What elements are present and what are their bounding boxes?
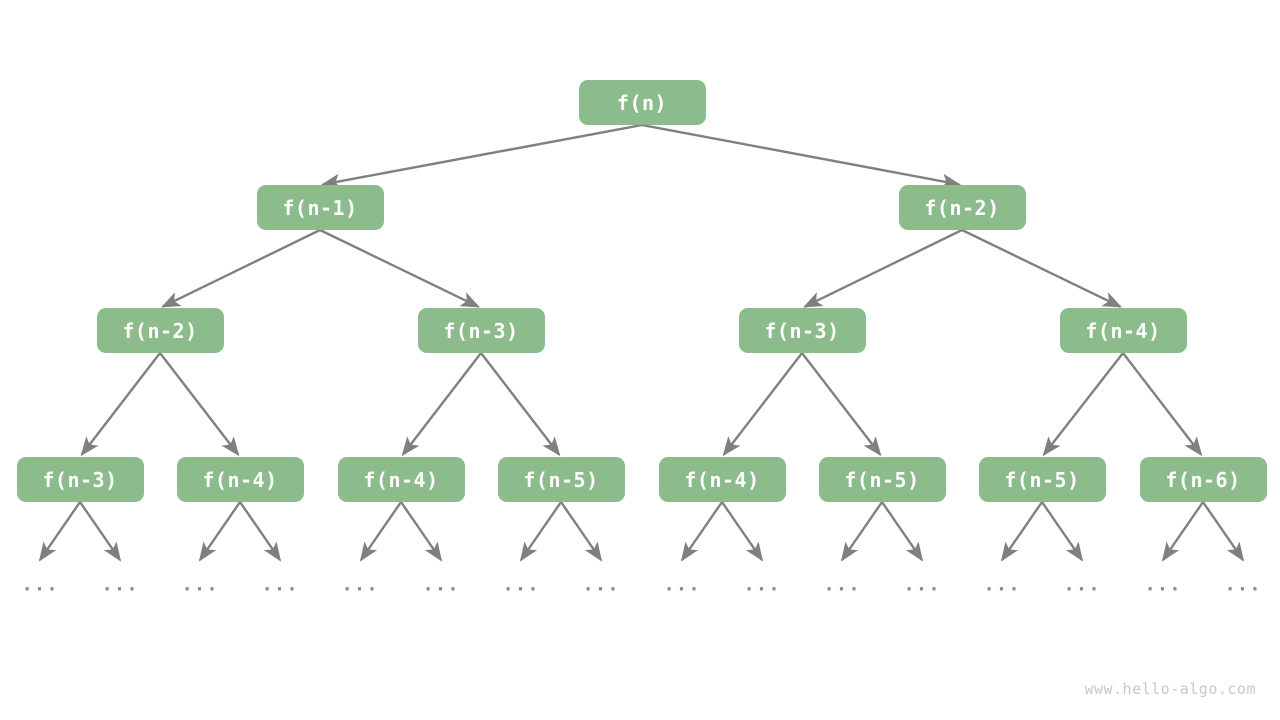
leaf-edge-n12-right	[881, 501, 924, 562]
leaf-edge-n9-left	[359, 501, 402, 562]
tree-edge-n4-n10	[480, 352, 561, 457]
tree-node-n9: f(n-4)	[337, 457, 465, 502]
leaf-edge-n8-right	[239, 501, 282, 562]
ellipsis-marker: ...	[582, 573, 620, 596]
leaf-edge-n11-left	[680, 501, 723, 562]
leaf-edge-n14-right	[1202, 501, 1245, 562]
tree-edge-n3-n8	[159, 352, 240, 457]
tree-edge-n0-n1	[321, 123, 643, 189]
tree-edge-n2-n5	[802, 228, 963, 308]
ellipsis-marker: ...	[181, 573, 219, 596]
leaf-edge-n11-right	[721, 501, 764, 562]
ellipsis-marker: ...	[823, 573, 861, 596]
tree-edge-n4-n9	[401, 352, 482, 457]
leaf-edge-n9-right	[400, 501, 443, 562]
ellipsis-marker: ...	[21, 573, 59, 596]
tree-edge-n3-n7	[80, 352, 161, 457]
tree-edge-n6-n13	[1042, 352, 1124, 457]
tree-node-n0: f(n)	[578, 80, 706, 125]
tree-node-n11: f(n-4)	[658, 457, 786, 502]
tree-node-n14: f(n-6)	[1139, 457, 1267, 502]
watermark-text: www.hello-algo.com	[1084, 680, 1256, 698]
leaf-edge-n8-left	[198, 501, 241, 562]
ellipsis-marker: ...	[1063, 573, 1101, 596]
tree-node-n5: f(n-3)	[738, 308, 866, 353]
tree-node-n10: f(n-5)	[497, 457, 625, 502]
tree-node-n12: f(n-5)	[818, 457, 946, 502]
tree-node-n7: f(n-3)	[16, 457, 144, 502]
tree-edge-n1-n3	[160, 228, 321, 308]
ellipsis-marker: ...	[903, 573, 941, 596]
tree-node-n13: f(n-5)	[978, 457, 1106, 502]
tree-node-n1: f(n-1)	[256, 185, 384, 230]
tree-edge-n5-n11	[722, 352, 803, 457]
ellipsis-marker: ...	[101, 573, 139, 596]
ellipsis-marker: ...	[422, 573, 460, 596]
leaf-edge-n10-right	[560, 501, 603, 562]
leaf-edge-n10-left	[519, 501, 562, 562]
ellipsis-marker: ...	[663, 573, 701, 596]
leaf-edge-n7-left	[38, 501, 81, 562]
tree-node-n3: f(n-2)	[96, 308, 224, 353]
tree-edge-n6-n14	[1122, 352, 1203, 457]
ellipsis-marker: ...	[341, 573, 379, 596]
tree-edge-n1-n4	[319, 228, 481, 308]
tree-edge-n2-n6	[961, 228, 1123, 308]
leaf-edge-n12-left	[840, 501, 883, 562]
tree-edge-n0-n2	[641, 123, 961, 189]
ellipsis-marker: ...	[1144, 573, 1182, 596]
tree-node-n8: f(n-4)	[176, 457, 304, 502]
leaf-edge-n7-right	[79, 501, 122, 562]
ellipsis-marker: ...	[502, 573, 540, 596]
ellipsis-marker: ...	[1224, 573, 1262, 596]
tree-node-n2: f(n-2)	[898, 185, 1026, 230]
ellipsis-marker: ...	[983, 573, 1021, 596]
tree-node-n4: f(n-3)	[417, 308, 545, 353]
leaf-edge-n13-right	[1041, 501, 1084, 562]
leaf-edge-n13-left	[1000, 501, 1043, 562]
tree-node-n6: f(n-4)	[1059, 308, 1187, 353]
tree-edge-n5-n12	[801, 352, 882, 457]
ellipsis-marker: ...	[743, 573, 781, 596]
ellipsis-marker: ...	[261, 573, 299, 596]
leaf-edge-n14-left	[1161, 501, 1204, 562]
